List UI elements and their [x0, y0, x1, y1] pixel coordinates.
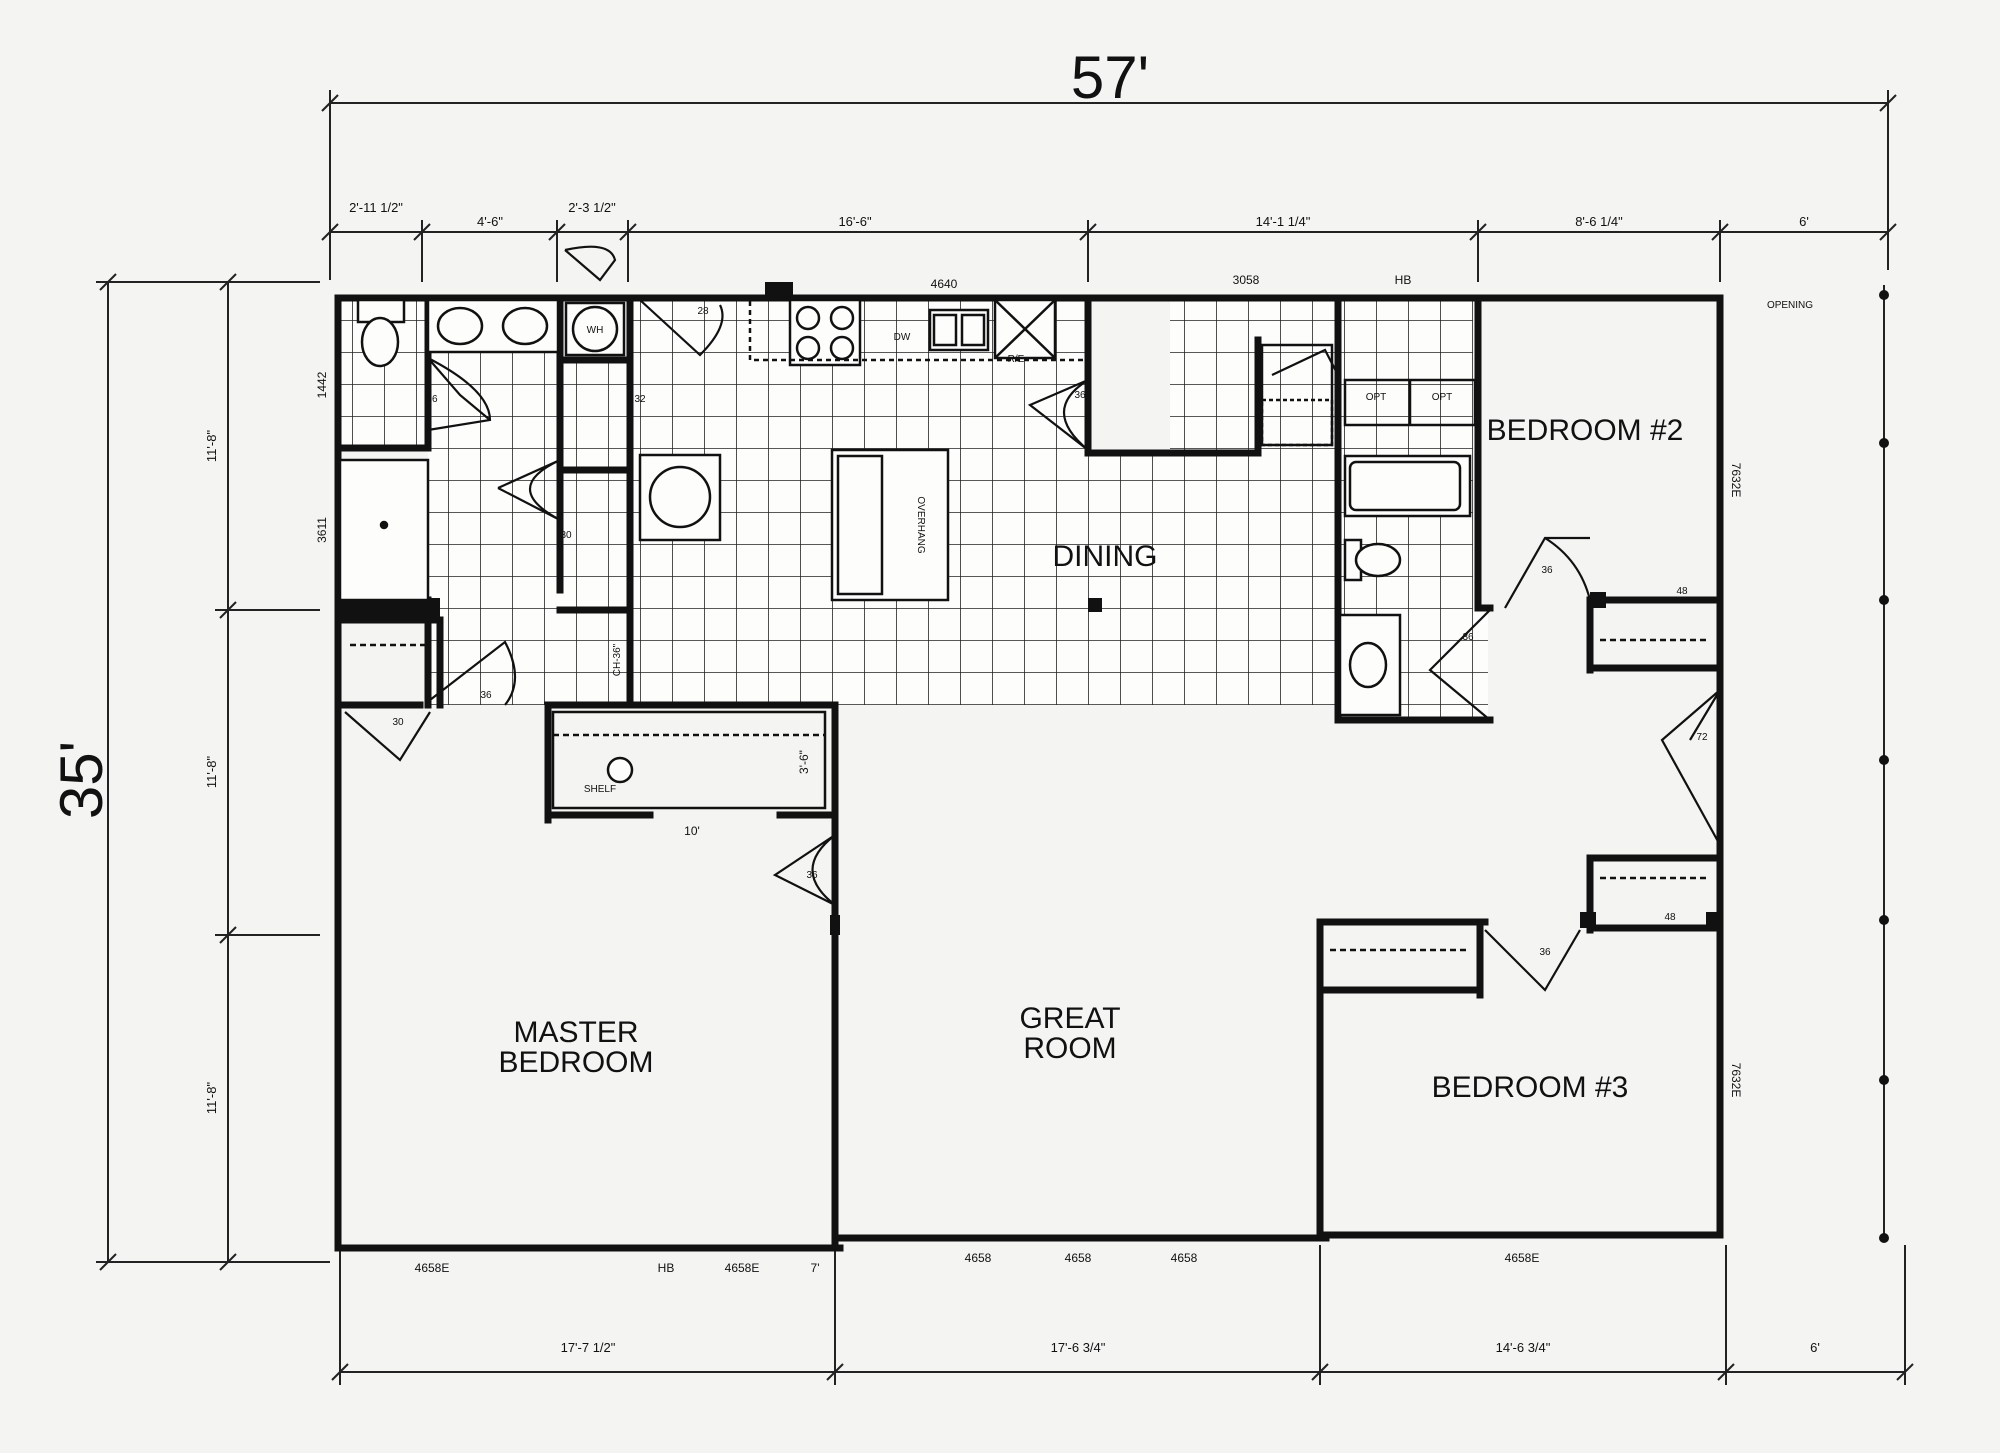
re-label: R/E: [1008, 354, 1025, 365]
dimension-lines: [96, 90, 1906, 1385]
door-label-bath: 36: [426, 394, 438, 405]
bottom-window-3: 4658: [965, 1251, 992, 1265]
room-label-master-2: BEDROOM: [498, 1046, 653, 1079]
window-label-opening: OPENING: [1767, 300, 1813, 311]
bottom-window-6: 4658E: [1505, 1251, 1540, 1265]
door-label-hall1: 32: [634, 394, 646, 405]
room-label-great-1: GREAT: [1019, 1002, 1120, 1035]
top-dim-5: 14'-1 1/4": [1256, 214, 1311, 229]
window-label-kitchen: 4640: [931, 277, 958, 291]
door-label-hall2: 30: [560, 530, 572, 541]
left-dim-1: 11'-8": [204, 430, 219, 463]
door-swings: [344, 245, 1721, 992]
overall-width-label: 57': [1071, 44, 1149, 111]
shelf-label: SHELF: [584, 784, 616, 795]
opt-label-2: OPT: [1432, 392, 1453, 403]
window-label-hb-top: HB: [1395, 273, 1412, 287]
door-label-bed3: 36: [1539, 947, 1551, 958]
closet-depth-label: 3'-6": [797, 750, 811, 774]
door-label-bed2: 36: [1541, 565, 1553, 576]
opt-label-1: OPT: [1366, 392, 1387, 403]
room-label-great-2: ROOM: [1023, 1032, 1116, 1065]
room-label-bedroom2: BEDROOM #2: [1487, 414, 1684, 447]
bottom-window-2: 4658E: [725, 1261, 760, 1275]
island-label: OVERHANG: [915, 496, 926, 553]
walls: [334, 294, 1724, 1252]
room-label-dining: DINING: [1053, 540, 1158, 573]
wh-label: WH: [587, 325, 604, 336]
window-label-bath: 3611: [315, 517, 329, 543]
fixtures: [338, 296, 1710, 952]
dw-label: DW: [894, 332, 911, 343]
window-label-left: 1442: [315, 371, 329, 398]
bottom-dim-4: 6': [1810, 1340, 1820, 1355]
door-label-closet: 72: [1696, 732, 1708, 743]
room-label-bedroom3: BEDROOM #3: [1432, 1071, 1629, 1104]
closet-width-label: 10': [684, 824, 700, 838]
door-label-laundry: 28: [697, 306, 709, 317]
window-label-bed3: 7632E: [1729, 1063, 1743, 1098]
fixture-labels: WH OVERHANG 3'-6" 10' CH-36" DW R/E OPT …: [584, 325, 1452, 1275]
top-dim-2: 4'-6": [477, 214, 503, 229]
ch-label: CH-36": [612, 643, 623, 676]
overall-depth-label: 35': [48, 741, 115, 819]
top-dim-4: 16'-6": [838, 214, 872, 229]
door-label-master: 30: [392, 717, 404, 728]
bottom-window-5: 4658: [1171, 1251, 1198, 1265]
door-labels: 36 32 30 28 36 30 36 36 36 36 36 72 48 4…: [392, 306, 1708, 958]
seven-label: 7': [811, 1261, 820, 1275]
door-label-front: 36: [1462, 632, 1474, 643]
porch-posts: [1879, 290, 1889, 1243]
door-label-entry: 36: [480, 690, 492, 701]
window-label-dining: 3058: [1233, 273, 1260, 287]
bottom-window-4: 4658: [1065, 1251, 1092, 1265]
dimension-ticks: [99, 94, 1914, 1381]
wall-blocks: [338, 282, 1720, 935]
top-dim-6: 8'-6 1/4": [1575, 214, 1623, 229]
bottom-dim-2: 17'-6 3/4": [1051, 1340, 1106, 1355]
door-label-master2: 36: [806, 870, 818, 881]
door-label-closet2: 48: [1676, 586, 1688, 597]
room-label-master-1: MASTER: [513, 1016, 638, 1049]
left-dim-3: 11'-8": [204, 1082, 219, 1115]
bottom-dim-1: 17'-7 1/2": [561, 1340, 616, 1355]
left-dim-2: 11'-8": [204, 756, 219, 789]
door-label-closet3: 48: [1664, 912, 1676, 923]
bottom-window-1: 4658E: [415, 1261, 450, 1275]
top-dim-1: 2'-11 1/2": [349, 200, 403, 215]
bottom-window-hb: HB: [658, 1261, 675, 1275]
bottom-dim-3: 14'-6 3/4": [1496, 1340, 1551, 1355]
top-dim-3: 2'-3 1/2": [568, 200, 616, 215]
top-dim-7: 6': [1799, 214, 1809, 229]
door-label-pantry: 36: [1074, 390, 1086, 401]
window-label-bed2: 7632E: [1729, 463, 1743, 498]
